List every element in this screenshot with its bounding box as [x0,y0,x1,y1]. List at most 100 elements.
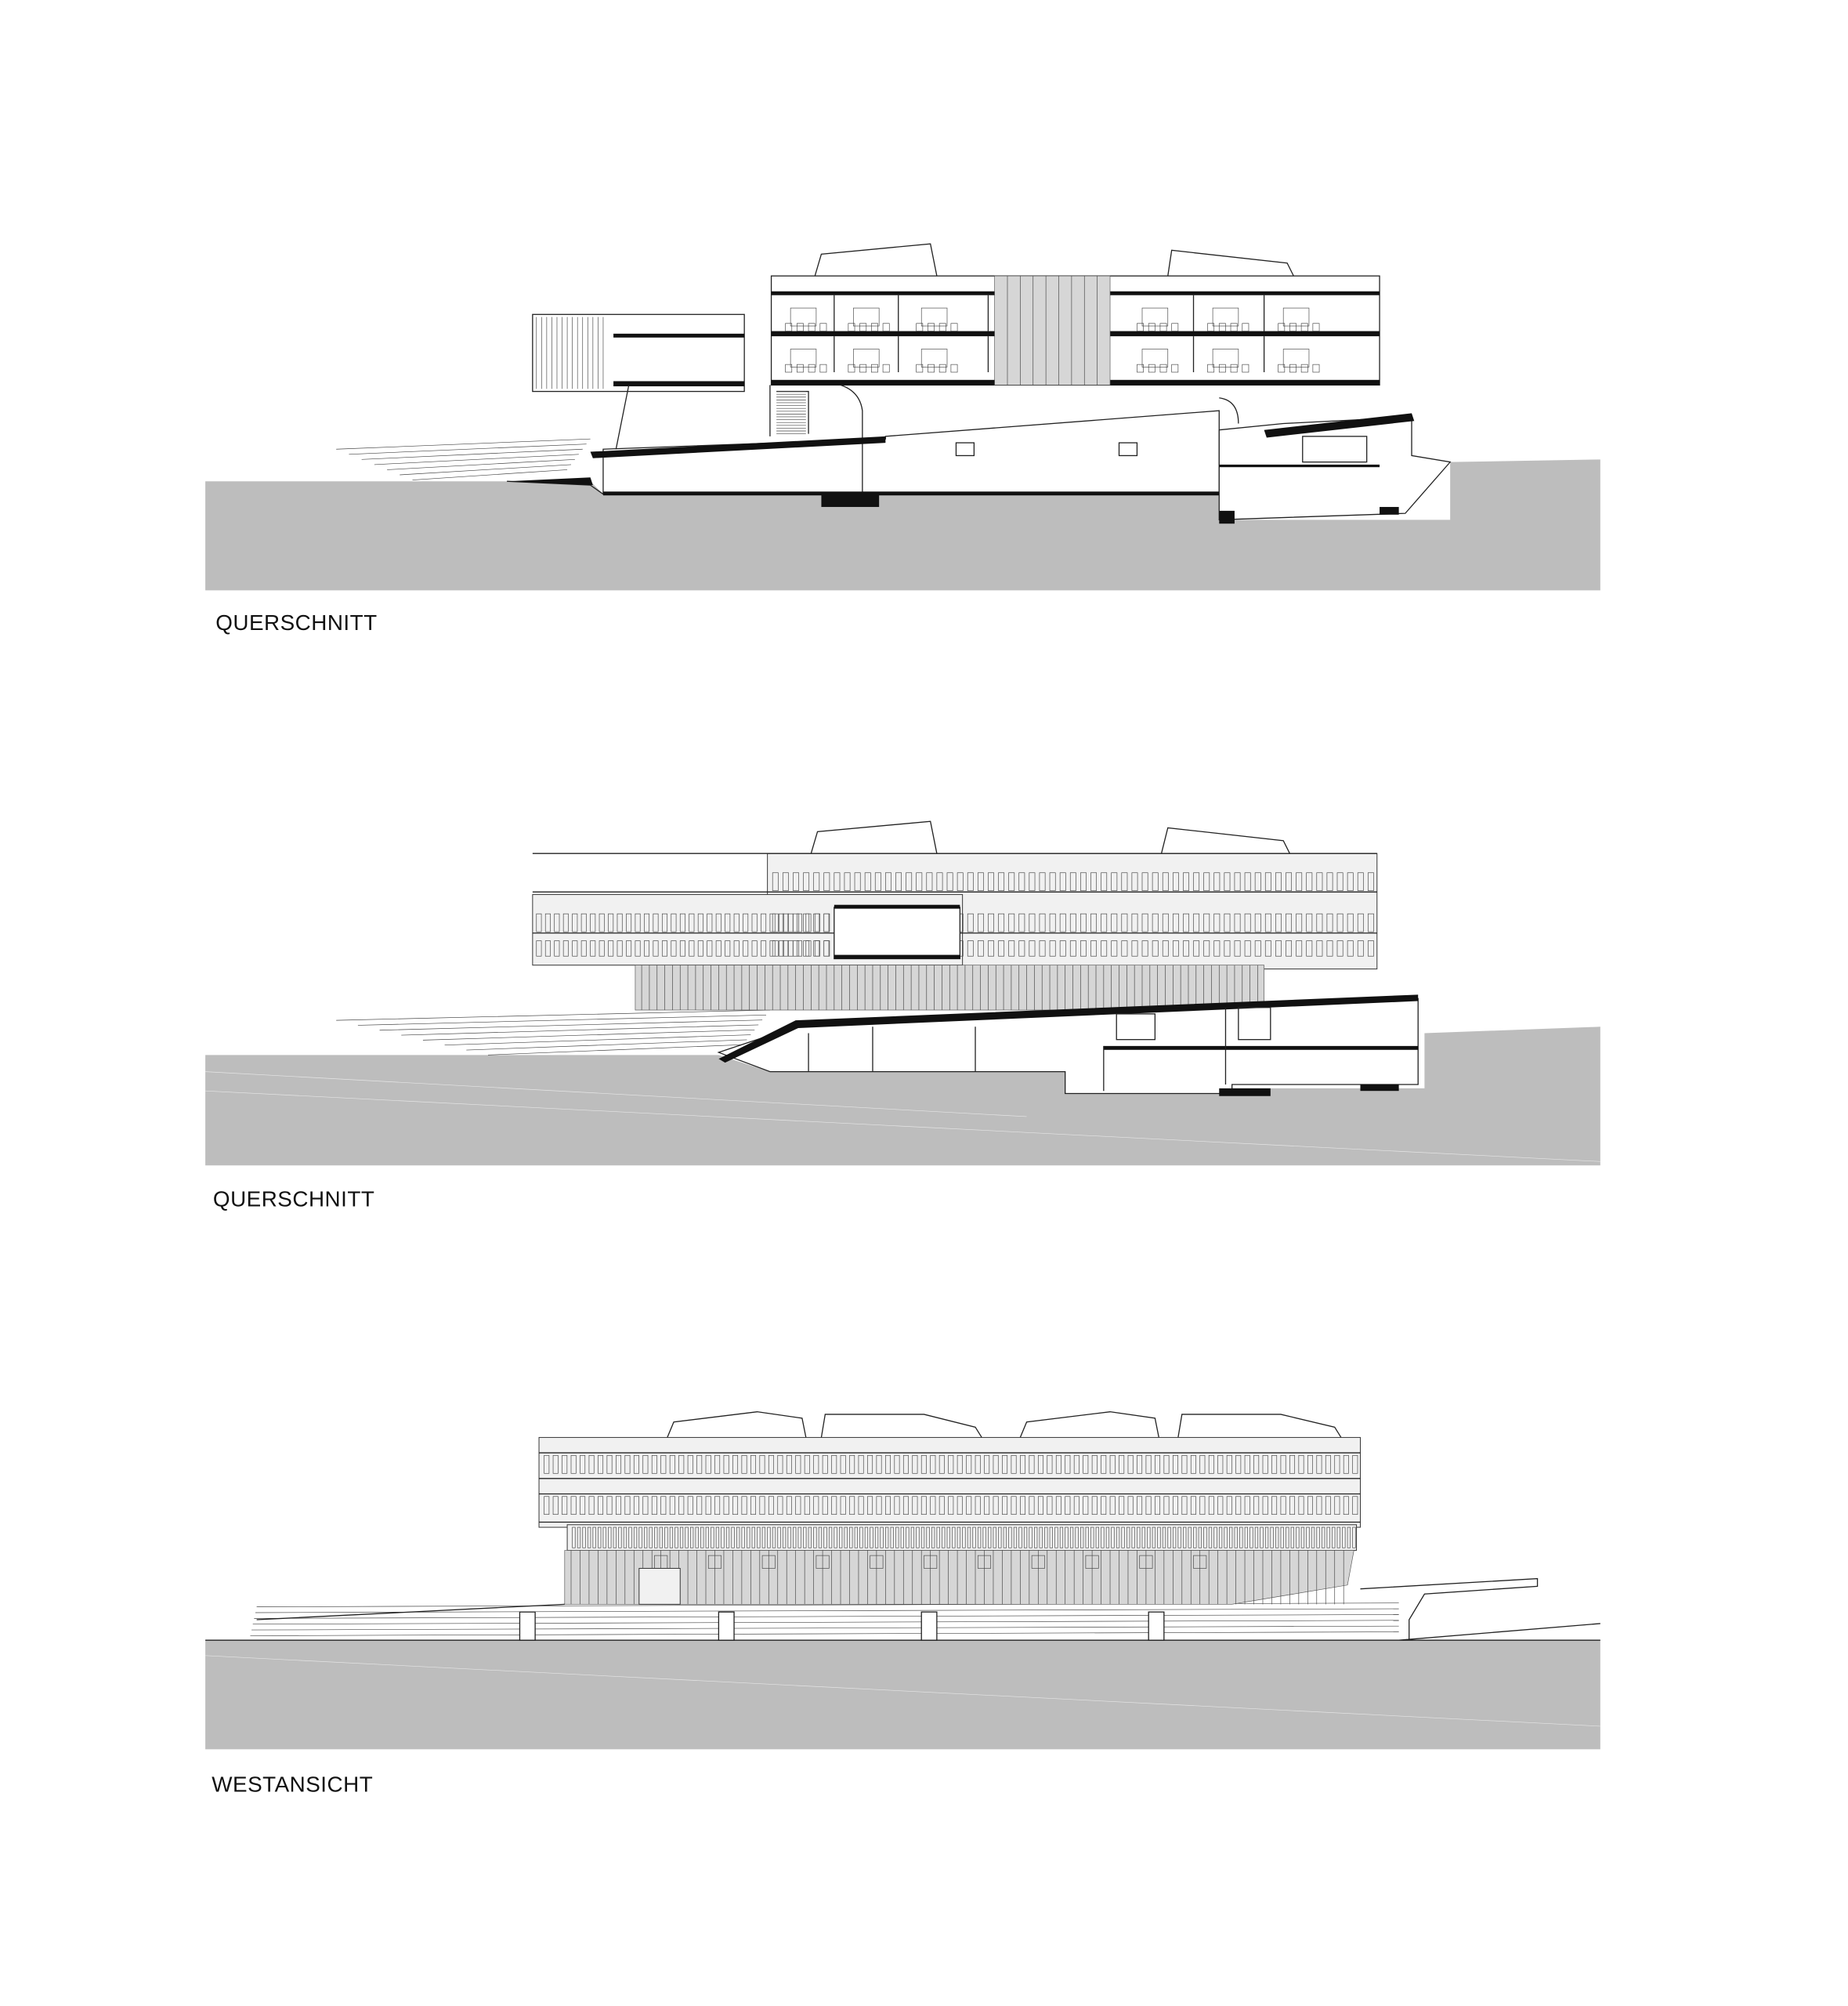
window [1090,872,1098,892]
window [628,1526,632,1548]
window [1244,1526,1248,1548]
drawing-label-1: QUERSCHNITT [215,610,377,635]
step-line [400,464,572,476]
window [772,940,779,957]
facade-windows-3 [539,1452,1361,1548]
window [592,1526,596,1548]
window [554,940,560,957]
window [1224,940,1231,957]
window [1059,940,1066,957]
window [977,1526,982,1548]
window [588,1455,595,1474]
step-line [466,1039,747,1051]
chair [808,364,816,373]
left-cantilever-1 [532,313,745,393]
window [957,872,964,892]
chair [1300,364,1308,373]
window [1121,913,1128,932]
window [1141,913,1148,932]
window [797,1526,801,1548]
window [948,1455,954,1474]
window [761,913,767,932]
chair [808,323,816,331]
window [1264,913,1271,932]
window [733,913,740,932]
window [1234,1526,1238,1548]
window [715,913,721,932]
base-window [1085,1555,1099,1569]
window [910,1526,915,1548]
window [1280,1455,1286,1474]
window [1249,1526,1253,1548]
window [777,1526,781,1548]
window [580,1496,586,1515]
window [831,1455,837,1474]
window [782,1526,787,1548]
window [938,1496,945,1515]
step-line [444,1034,751,1046]
window [1213,872,1221,892]
window [678,1496,685,1515]
window [1244,913,1251,932]
window [1059,872,1066,892]
window [1172,940,1179,957]
window [572,913,578,932]
step-landing [920,1611,938,1641]
window [1262,1496,1268,1515]
window [1101,1496,1107,1515]
window [633,1455,639,1474]
window [1352,1526,1356,1548]
window [697,913,703,932]
classrooms-1 [785,276,1320,386]
window [769,913,776,932]
window [1049,940,1056,957]
window [1008,913,1015,932]
window [714,1496,721,1515]
step-line [487,1044,743,1056]
window [796,940,802,957]
window [858,1455,864,1474]
window [1011,1455,1017,1474]
window [633,1526,638,1548]
window [1306,1526,1310,1548]
step-line [361,448,583,460]
window [772,1526,776,1548]
window [1111,1526,1115,1548]
window [1260,1526,1264,1548]
window [590,913,596,932]
chair [796,364,804,373]
window [814,913,820,932]
section-drawing-2: QUERSCHNITT [205,820,1600,1211]
window [795,1455,801,1474]
window [1090,913,1098,932]
window [1336,940,1344,957]
window [805,913,812,932]
window [840,1496,846,1515]
window [1049,913,1056,932]
window [1208,1455,1214,1474]
window [1264,940,1271,957]
window [705,1496,711,1515]
window [808,1526,812,1548]
window [787,940,794,957]
window [743,913,749,932]
window [967,1526,971,1548]
window [644,913,650,932]
window [1109,1455,1116,1474]
base-window [924,1555,938,1569]
window [1121,872,1128,892]
window [962,1526,966,1548]
window [1181,1455,1188,1474]
window [1152,872,1159,892]
window [689,940,695,957]
window [977,913,984,932]
chair [819,364,827,373]
chair [916,323,924,331]
window [1224,872,1231,892]
window [1008,872,1015,892]
window [1193,913,1200,932]
window [1145,1496,1152,1515]
window [895,872,902,892]
window [787,1526,791,1548]
window [562,940,569,957]
